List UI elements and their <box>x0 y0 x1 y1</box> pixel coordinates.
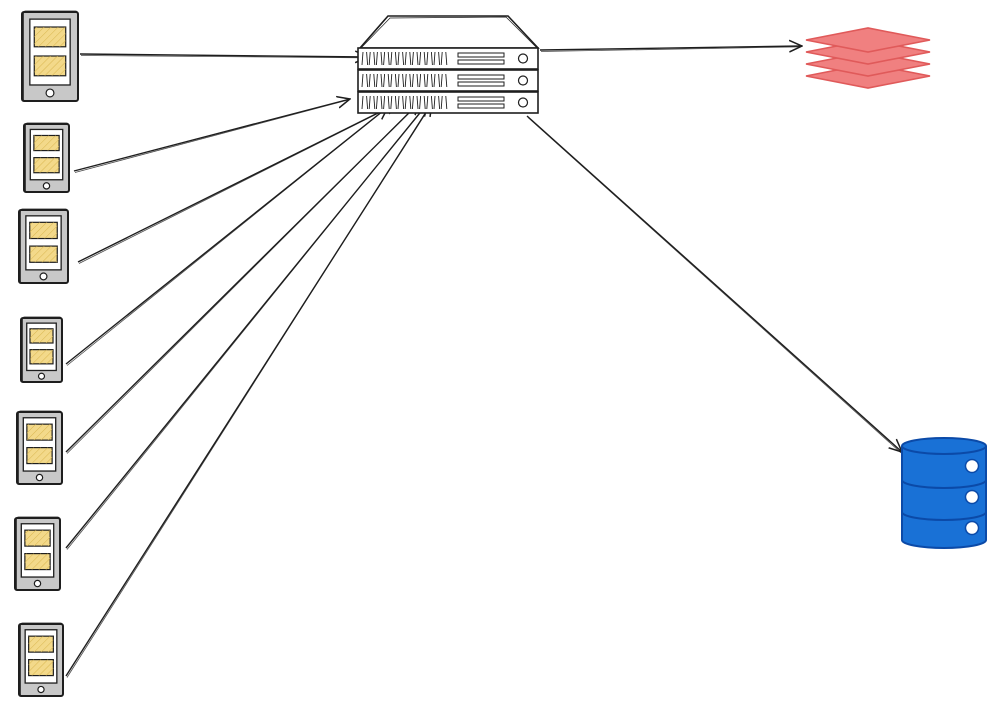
database-icon <box>901 437 987 549</box>
layer <box>805 27 931 53</box>
edge-server-to-database <box>526 115 902 453</box>
edge-device-7-to-server <box>65 103 432 678</box>
edge-device-4-to-server <box>65 107 388 366</box>
tablet-icon <box>14 516 61 591</box>
connection-edges <box>65 46 902 678</box>
tablet-icon <box>18 208 69 284</box>
edge-device-3-to-server <box>77 103 398 264</box>
server-rack-icon <box>357 15 540 114</box>
layers-stack <box>805 27 931 89</box>
edge-device-2-to-server <box>73 99 350 173</box>
tablet-icon <box>18 622 64 697</box>
server-unit <box>357 47 539 70</box>
server-rack <box>357 15 540 114</box>
stacked-layers-icon <box>805 27 931 89</box>
edge-device-5-to-server <box>65 102 420 454</box>
server-unit <box>357 91 539 114</box>
database <box>901 437 987 549</box>
edge-device-1-to-server <box>79 54 368 58</box>
server-unit <box>357 69 539 92</box>
tablet-icon <box>16 410 63 485</box>
edge-device-6-to-server <box>65 103 428 550</box>
tablet-icon <box>23 122 70 193</box>
client-devices <box>14 10 79 697</box>
tablet-icon <box>20 316 63 383</box>
tablet-icon <box>21 10 79 102</box>
edge-server-to-layers <box>539 46 802 52</box>
